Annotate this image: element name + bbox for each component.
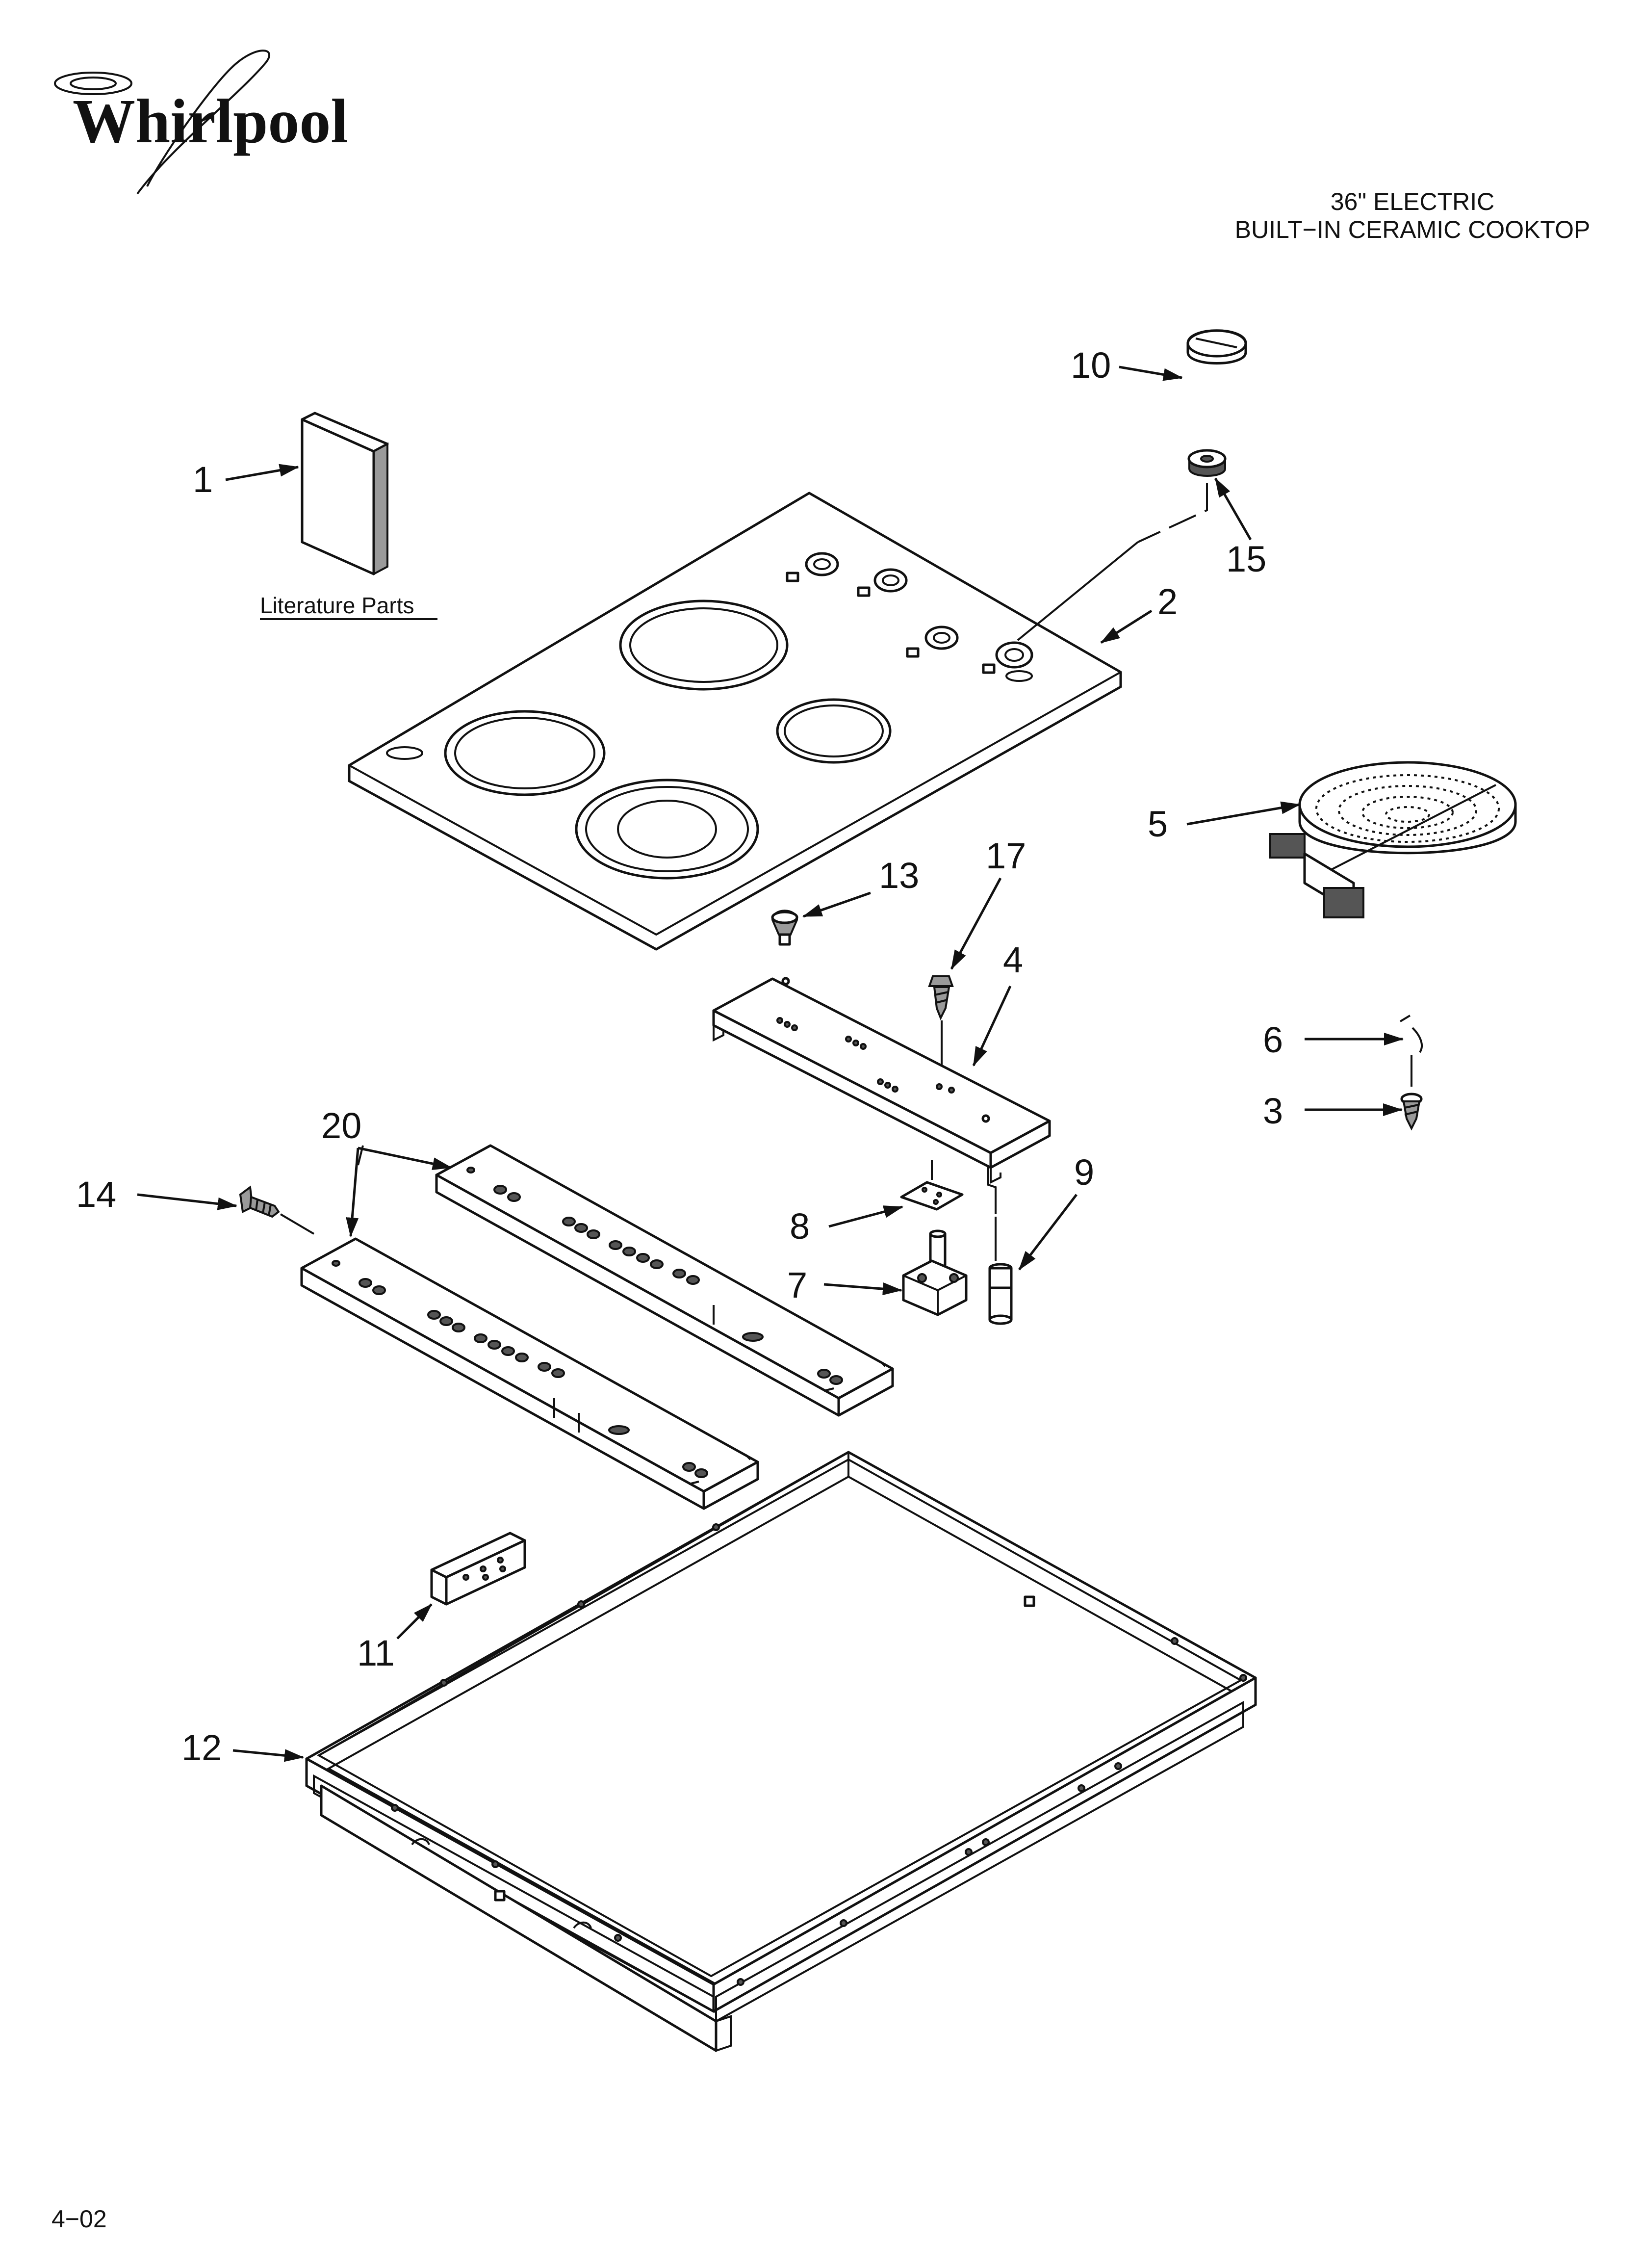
part-17-screw [928,975,954,1020]
callout-10: 10 [1071,345,1111,386]
leader-17 [950,877,1002,970]
part-13-bumper [771,910,798,946]
leader-1 [225,464,299,481]
part-4-bracket [712,977,1051,1184]
callout-12: 12 [181,1727,222,1768]
burner-rear-right [776,698,892,764]
header-line-1: 36" ELECTRIC [1331,188,1495,215]
part-1-literature [301,412,389,576]
leader-4 [972,985,1012,1067]
logo-swirl-outer [54,72,132,95]
part-6-clip [1399,1015,1423,1053]
part-11-bracket [430,1532,526,1606]
leader-14 [137,1193,237,1210]
callout-13: 13 [879,855,919,896]
callout-20: 20 [321,1105,361,1146]
leader-14-dash [280,1213,315,1235]
leader-9 [1018,1194,1078,1271]
logo-wordmark: Whirlpool [73,86,348,156]
leader-2 [1100,609,1153,644]
footer-code: 4−02 [51,2205,107,2233]
leader-7 [823,1282,902,1296]
part-7-switch [902,1229,968,1316]
callout-7: 7 [787,1265,807,1305]
part-9-light [988,1263,1013,1325]
literature-parts-label: Literature Parts [260,593,414,618]
part-2-cooktop-glass [348,492,1122,951]
part-12-frame [305,1451,1257,2052]
part-14-screw [239,1185,280,1218]
callout-8: 8 [790,1206,810,1247]
callout-2: 2 [1157,581,1178,622]
knob-axis-line [1017,541,1139,641]
bracket-axis-line [987,1165,997,1214]
leader-11 [396,1603,433,1640]
part-3-screw [1400,1093,1423,1131]
logo-swirl-inner [70,77,117,90]
callout-11: 11 [357,1633,395,1673]
callout-3: 3 [1263,1091,1283,1131]
leader-13 [802,891,871,918]
burner-rear-left [619,600,789,691]
callout-4: 4 [1003,939,1023,980]
part-20-rear-rail [435,1144,894,1417]
part-5-radiant-element [1269,761,1517,918]
leader-5 [1186,801,1301,826]
leader-12 [232,1749,304,1762]
callout-15: 15 [1226,539,1266,579]
glass-indicator-slot [386,746,423,760]
leader-15-dash [1137,483,1208,543]
knob-holes [786,552,1033,674]
leader-20-a [358,1147,452,1170]
part-15-bezel [1187,449,1227,477]
callout-5: 5 [1148,804,1168,844]
leader-8 [828,1205,903,1228]
callout-17: 17 [986,835,1026,876]
callout-6: 6 [1263,1019,1283,1060]
burner-front-center [575,779,759,880]
leader-10 [1119,365,1183,381]
leader-20-b [346,1147,359,1237]
burner-front-left [444,710,606,796]
callout-1: 1 [193,459,213,500]
whirlpool-logo: Whirlpool [54,50,348,195]
part-10-knob [1186,329,1247,365]
logo-swoosh [136,50,270,195]
callout-9: 9 [1074,1152,1094,1193]
leader-15 [1214,477,1252,541]
callout-14: 14 [76,1174,116,1215]
part-20-front-rail [300,1237,759,1510]
part-8-insulator [900,1181,964,1211]
header-line-2: BUILT−IN CERAMIC COOKTOP [1235,216,1591,243]
